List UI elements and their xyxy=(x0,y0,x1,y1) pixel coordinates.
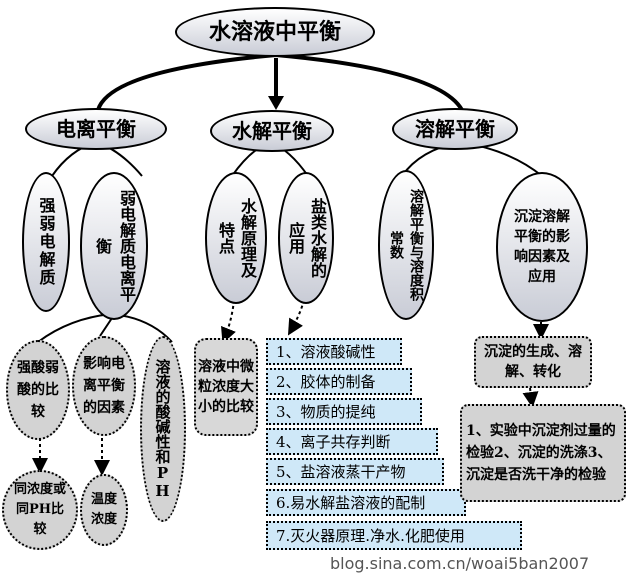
label-hydrolysis: 水解平衡 xyxy=(232,118,312,143)
label-same-conc-ph: 同浓度或同PH比较 xyxy=(13,482,66,537)
node-acid-compare: 强酸弱酸的比较 xyxy=(6,340,70,440)
node-temp-conc: 温度浓度 xyxy=(80,474,128,546)
label-strong-electrolyte: 强弱电解质 xyxy=(36,197,56,287)
node-hydrolysis-principle: 水解原理及特点 xyxy=(205,172,267,304)
label-experiment-notes: 1、实验中沉淀剂过量的检验2、沉淀的洗涤3、沉淀是否洗干净的检验 xyxy=(466,423,616,483)
app-item-7-label: 7.灭火器原理.净水.化肥使用 xyxy=(276,527,465,545)
label-temp-conc: 温度浓度 xyxy=(90,492,117,527)
app-item-2-label: 2、胶体的制备 xyxy=(276,373,376,391)
label-hydrolysis-principle: 水解原理及特点 xyxy=(216,198,257,278)
label-weak-ionization: 弱电解质电离平衡 xyxy=(93,190,136,302)
label-precip-formation: 沉淀的生成、溶解、转化 xyxy=(484,344,582,380)
node-same-conc-ph: 同浓度或同PH比较 xyxy=(2,470,78,550)
node-particle-concentration: 溶液中微粒浓度大小的比较 xyxy=(194,338,258,436)
app-item-7: 7.灭火器原理.净水.化肥使用 xyxy=(266,521,522,550)
label-ionization: 电离平衡 xyxy=(56,116,136,141)
label-acid-base-ph: 溶液的酸碱性和PH xyxy=(153,358,172,500)
node-dissolution-constant: 溶解平衡与溶度积常数 xyxy=(378,170,434,320)
app-item-1: 1、溶液酸碱性 xyxy=(266,338,402,365)
node-ionization-factors: 影响电离平衡的因素 xyxy=(72,336,136,436)
node-ionization: 电离平衡 xyxy=(25,108,167,150)
label-salt-hydrolysis-use: 盐类水解的应用 xyxy=(286,198,327,278)
node-hydrolysis: 水解平衡 xyxy=(210,110,334,152)
label-particle-concentration: 溶液中微粒浓度大小的比较 xyxy=(198,359,254,415)
label-precipitation-factors: 沉淀溶解平衡的影响因素及应用 xyxy=(514,209,570,285)
app-item-5-label: 5、盐溶液蒸干产物 xyxy=(276,463,406,481)
node-precipitation-factors: 沉淀溶解平衡的影响因素及应用 xyxy=(496,172,588,322)
label-ionization-factors: 影响电离平衡的因素 xyxy=(83,356,125,416)
app-item-5: 5、盐溶液蒸干产物 xyxy=(266,458,444,485)
app-item-3-label: 3、物质的提纯 xyxy=(276,403,376,421)
node-salt-hydrolysis-use: 盐类水解的应用 xyxy=(278,172,334,304)
node-strong-electrolyte: 强弱电解质 xyxy=(22,172,70,312)
app-item-1-label: 1、溶液酸碱性 xyxy=(276,343,376,361)
app-item-2: 2、胶体的制备 xyxy=(266,368,412,395)
app-item-4: 4、离子共存判断 xyxy=(266,428,438,455)
root-node: 水溶液中平衡 xyxy=(175,7,375,57)
label-dissolution: 溶解平衡 xyxy=(415,116,495,141)
app-item-6: 6.易水解盐溶液的配制 xyxy=(266,489,466,516)
node-acid-base-ph: 溶液的酸碱性和PH xyxy=(140,336,186,522)
node-precip-formation: 沉淀的生成、溶解、转化 xyxy=(474,336,592,388)
label-dissolution-constant: 溶解平衡与溶度积常数 xyxy=(388,189,424,301)
node-experiment-notes: 1、实验中沉淀剂过量的检验2、沉淀的洗涤3、沉淀是否洗干净的检验 xyxy=(460,404,626,502)
watermark: blog.sina.com.cn/woai5ban2007 xyxy=(330,554,590,573)
app-item-3: 3、物质的提纯 xyxy=(266,398,422,425)
app-item-6-label: 6.易水解盐溶液的配制 xyxy=(276,494,426,512)
root-title: 水溶液中平衡 xyxy=(208,18,341,45)
node-dissolution: 溶解平衡 xyxy=(392,108,518,150)
node-weak-ionization: 弱电解质电离平衡 xyxy=(80,172,148,320)
label-acid-compare: 强酸弱酸的比较 xyxy=(17,360,59,420)
app-item-4-label: 4、离子共存判断 xyxy=(276,433,391,451)
